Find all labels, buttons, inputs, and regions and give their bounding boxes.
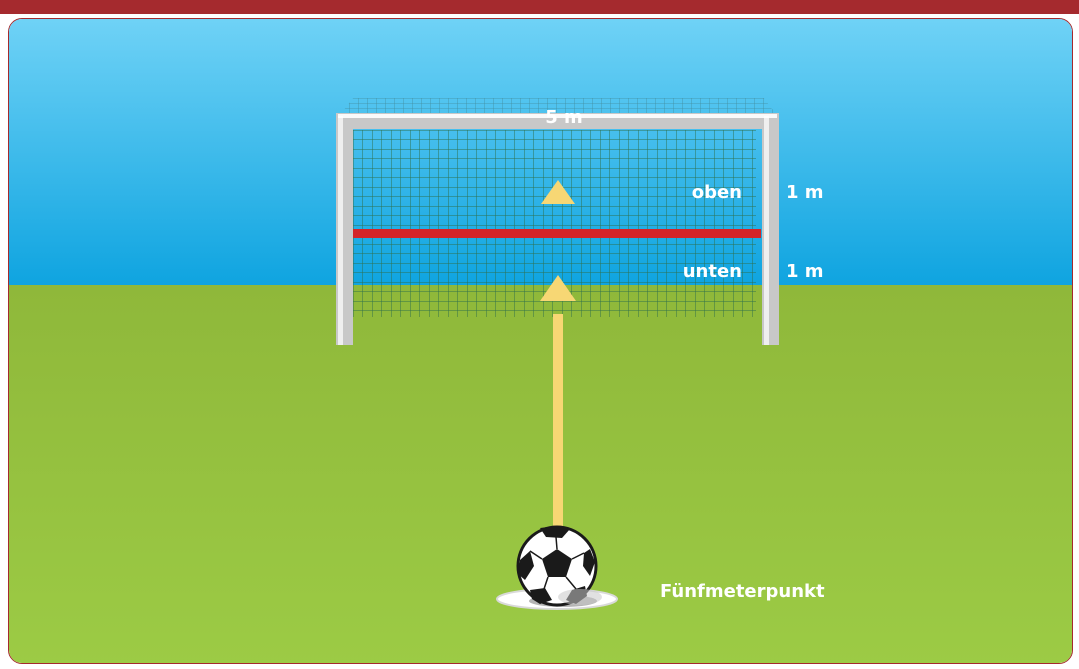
- upper-zone-label: oben: [692, 182, 742, 203]
- lower-zone-height-label: 1 m: [786, 261, 824, 282]
- zone-divider-line: [353, 229, 761, 238]
- shot-arrow-shaft: [553, 314, 563, 532]
- upper-zone-height-label: 1 m: [786, 182, 824, 203]
- goal-width-label: 5 m: [545, 107, 583, 128]
- lower-zone-label: unten: [683, 261, 742, 282]
- penalty-spot-label: Fünfmeterpunkt: [660, 581, 825, 602]
